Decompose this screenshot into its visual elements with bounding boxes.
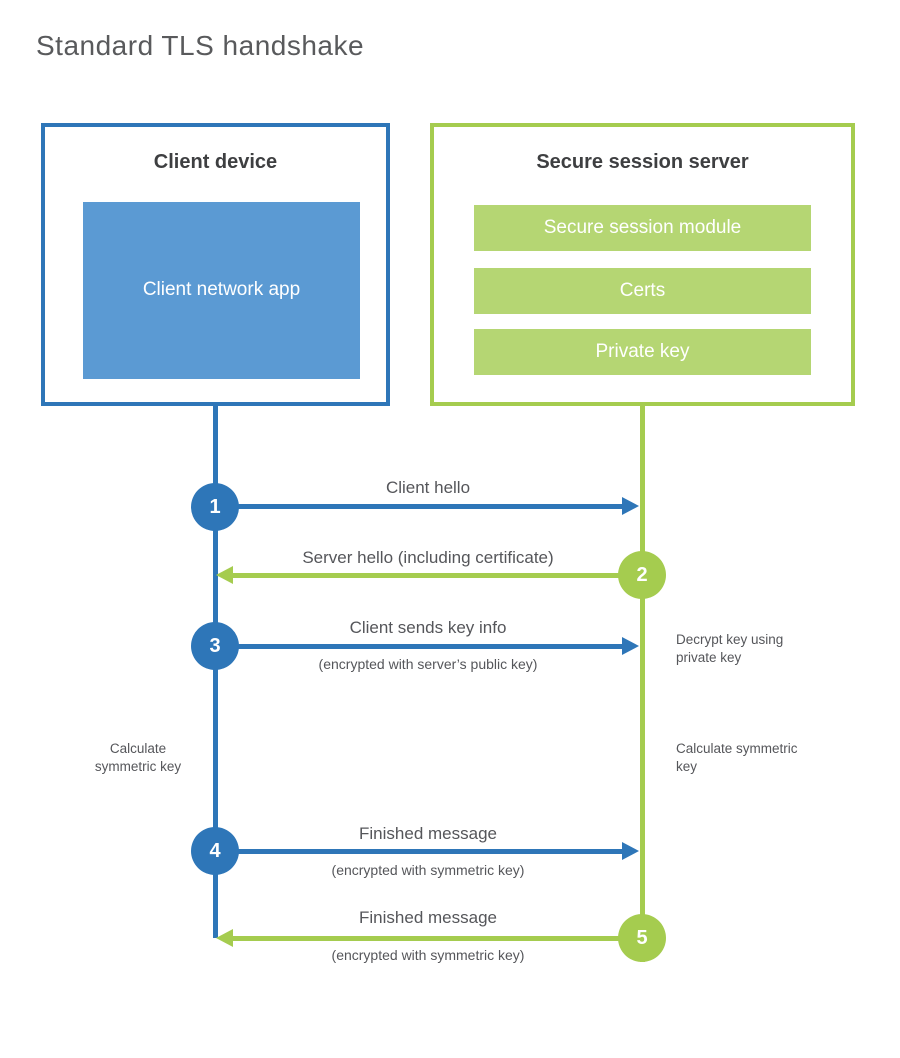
step3-arrow-line [230,644,622,649]
client-network-app-label: Client network app [142,279,301,301]
step1-label: Client hello [385,478,471,497]
step4-badge: 4 [191,827,239,875]
step5-arrow-line [233,936,620,941]
arrow-right-icon [622,637,639,655]
arrow-left-icon [216,929,233,947]
server-module-bar: Secure session module [474,205,811,251]
server-lifeline [640,406,645,962]
step5-sublabel: (encrypted with symmetric key) [331,947,525,963]
server-certs-bar: Certs [474,268,811,314]
step4-label: Finished message [359,824,497,843]
calculate-symmetric-key-note-client: Calculate symmetric key [94,741,182,774]
client-network-app-box: Client network app [83,202,360,379]
step3-label: Client sends key info [349,618,507,637]
server-module-label: Secure session module [543,217,742,238]
step3-sublabel: (encrypted with server’s public key) [318,656,538,672]
arrow-right-icon [622,842,639,860]
secure-session-server-title: Secure session server [536,151,749,173]
step4-arrow-line [230,849,622,854]
client-lifeline [213,406,218,938]
arrow-right-icon [622,497,639,515]
page-title: Standard TLS handshake [36,30,365,61]
server-private-key-label: Private key [595,341,690,362]
step2-badge: 2 [618,551,666,599]
server-certs-label: Certs [619,280,666,301]
step1-badge: 1 [191,483,239,531]
step5-label: Finished message [359,908,497,927]
step3-badge: 3 [191,622,239,670]
client-device-box: Client device Client network app [41,123,390,406]
arrow-left-icon [216,566,233,584]
step2-label: Server hello (including certificate) [302,548,554,567]
decrypt-key-note: Decrypt key using private key [676,632,784,665]
server-private-key-bar: Private key [474,329,811,375]
step4-sublabel: (encrypted with symmetric key) [331,862,525,878]
step5-badge: 5 [618,914,666,962]
secure-session-server-box: Secure session server Secure session mod… [430,123,855,406]
client-device-title: Client device [153,151,278,173]
step2-arrow-line [233,573,620,578]
calculate-symmetric-key-note-server: Calculate symmetric key [676,741,798,774]
step1-arrow-line [230,504,622,509]
